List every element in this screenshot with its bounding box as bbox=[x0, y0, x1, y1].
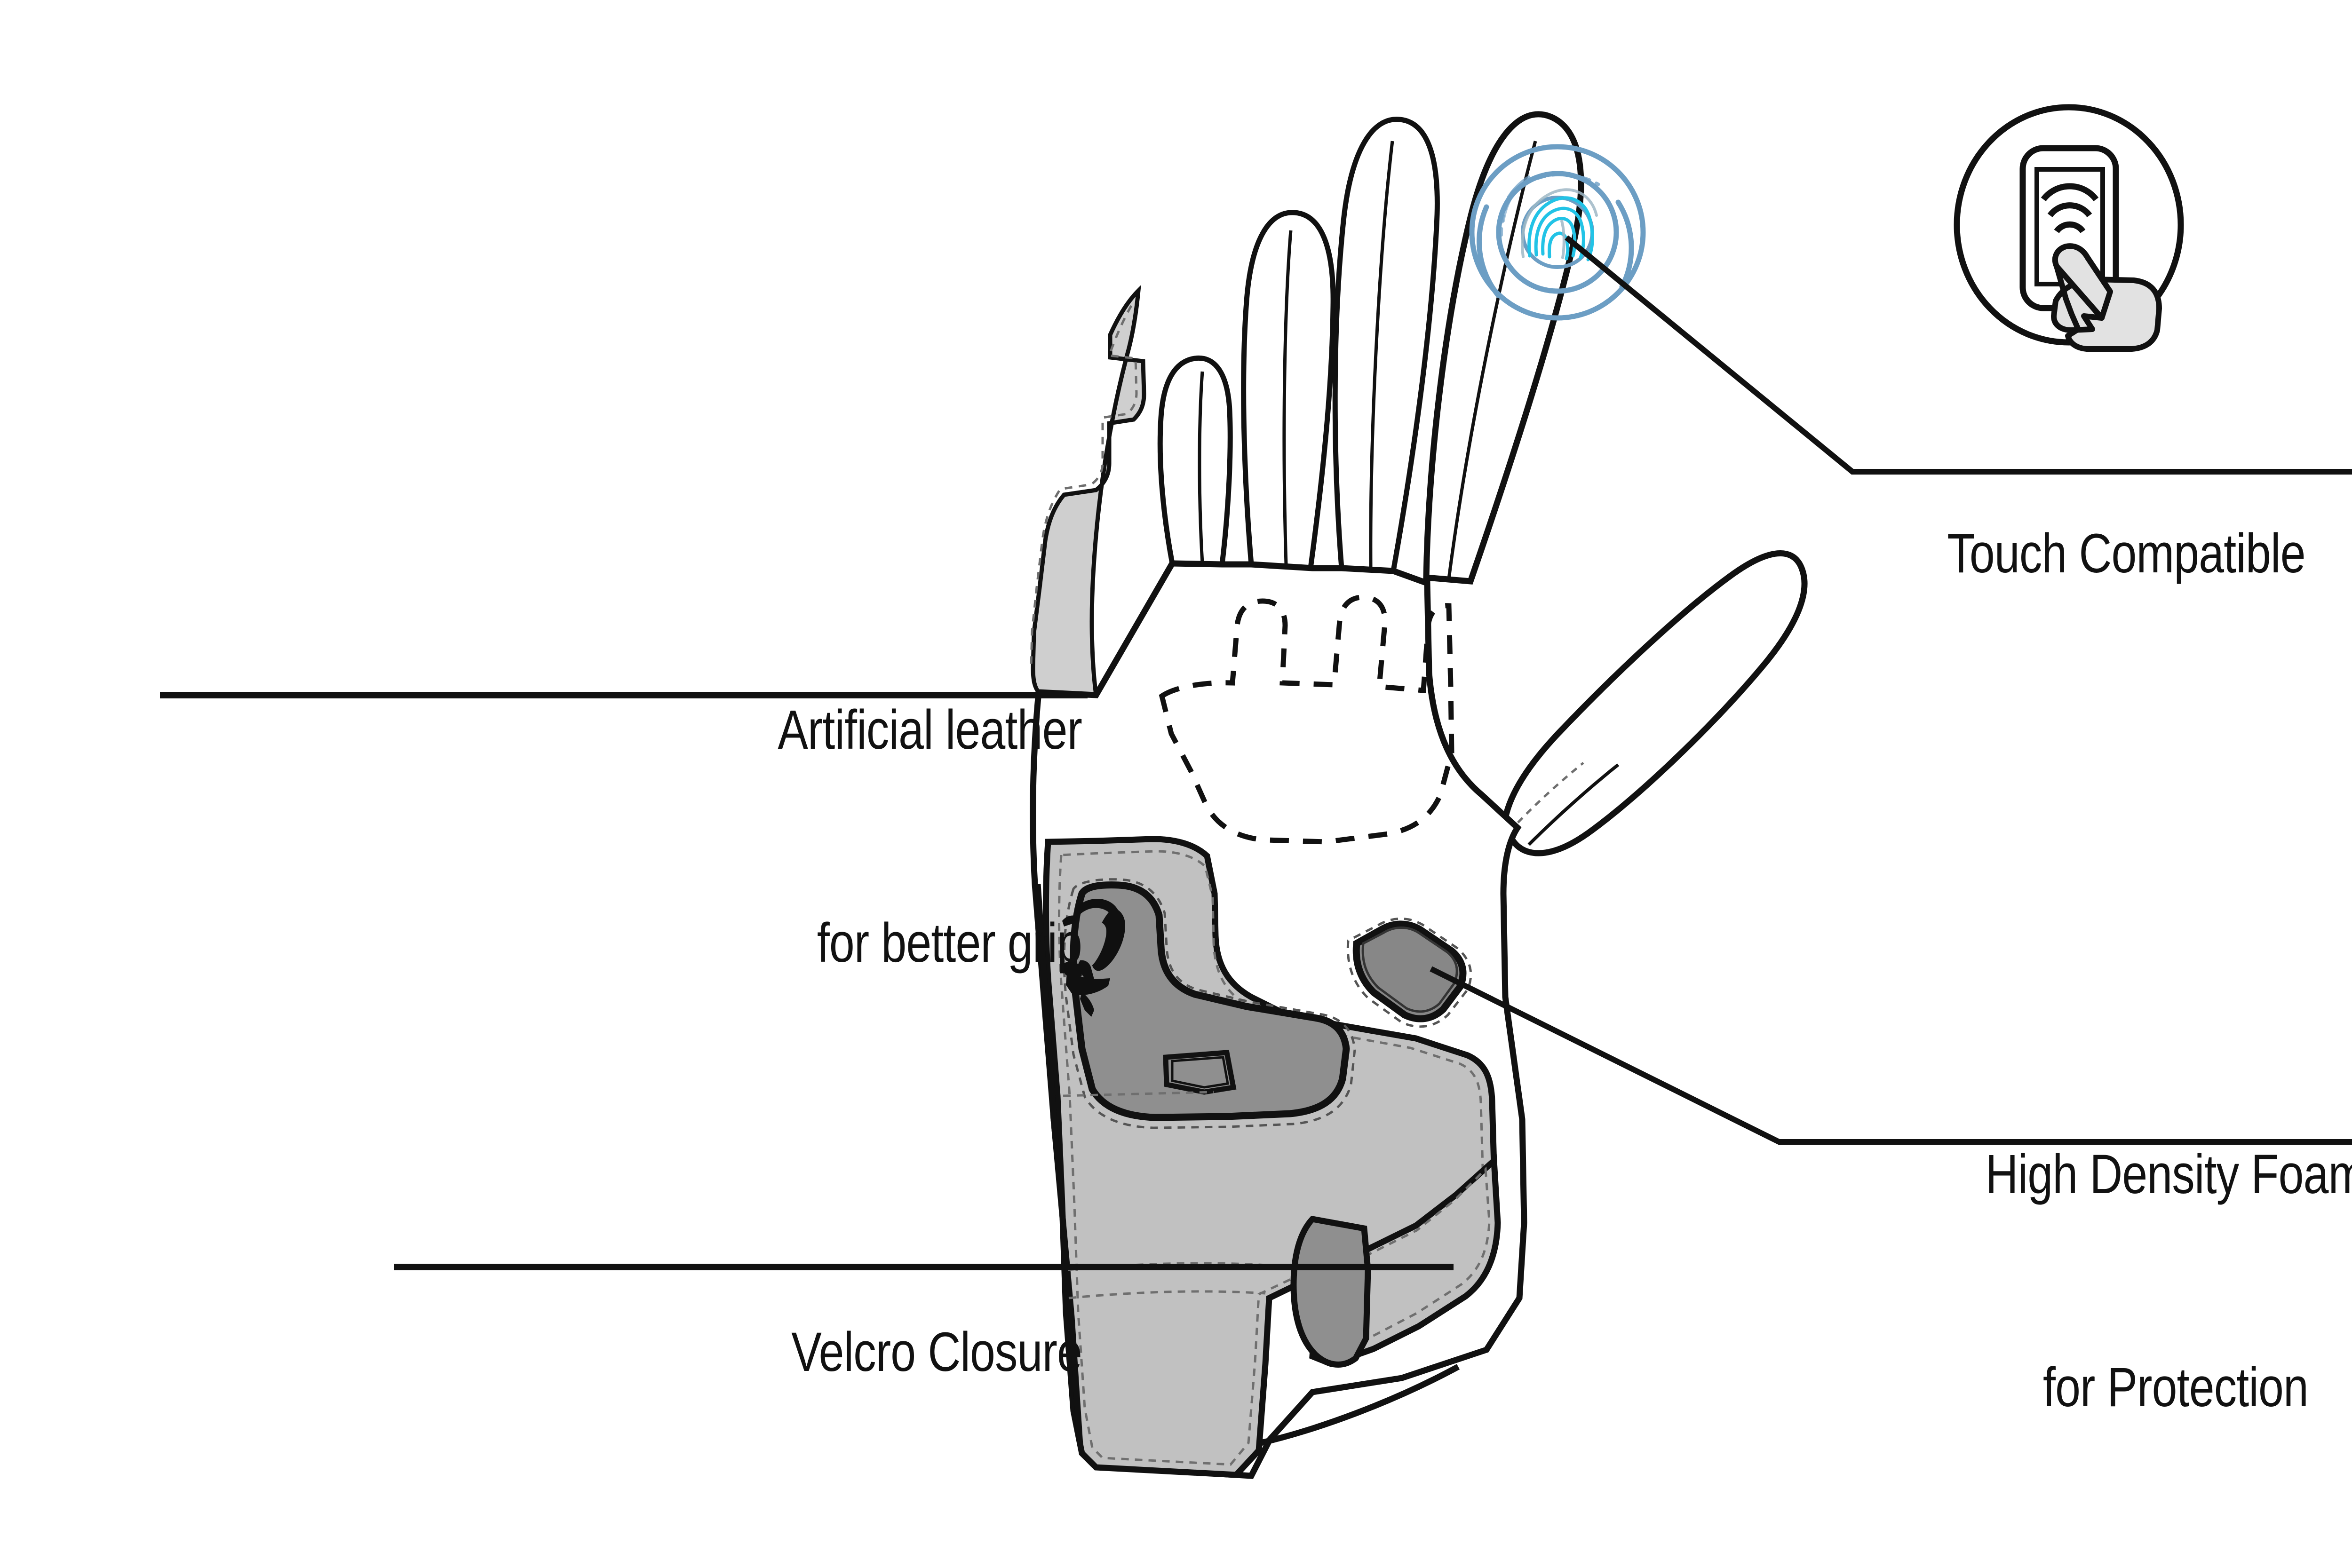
callout-high-density-foam-line1: High Density Foam bbox=[1985, 1143, 2352, 1206]
hand-finger-tip bbox=[2052, 243, 2113, 321]
ripple-ring-outer bbox=[1469, 144, 1646, 321]
ripple-arc-dashed bbox=[1510, 173, 1600, 195]
callout-artificial-leather-line1: Artificial leather bbox=[778, 699, 1082, 761]
hex-foam-pad-inner bbox=[1361, 927, 1458, 1013]
ripple-arc-left bbox=[1476, 204, 1501, 298]
ring-crease bbox=[1282, 230, 1293, 565]
ripple-arc-dashed-2 bbox=[1500, 189, 1516, 237]
palm-panel-stitch bbox=[1058, 850, 1484, 1466]
index-crease bbox=[1447, 141, 1537, 579]
pinky-finger bbox=[1157, 355, 1233, 567]
bear-head-logo bbox=[1062, 898, 1125, 1017]
badge-group bbox=[1954, 104, 2184, 352]
callout-velcro-closure: Velcro Closure bbox=[542, 1175, 1082, 1530]
callout-artificial-leather: Artificial leather for better grip bbox=[349, 553, 1082, 1121]
leader-touch-compatible bbox=[1565, 235, 2352, 475]
thumb-inner-crease bbox=[1527, 763, 1620, 846]
callout-high-density-foam-line2: for Protection bbox=[2043, 1356, 2309, 1419]
ring-finger bbox=[1241, 210, 1336, 571]
leader-high-density-foam bbox=[1430, 966, 2352, 1145]
callout-high-density-foam: High Density Foam for Protection bbox=[1935, 997, 2352, 1565]
ripple-arc-faint-1 bbox=[1507, 175, 1530, 199]
middle-finger bbox=[1332, 117, 1440, 574]
cuff-bottom-edge bbox=[1260, 1364, 1460, 1446]
cuff-seam-3 bbox=[1068, 1290, 1266, 1299]
wrist-pad bbox=[1290, 1215, 1371, 1368]
pinky-crease bbox=[1198, 371, 1204, 564]
boomerang-pad-stitch bbox=[1063, 878, 1356, 1129]
fingerprint-ripple-indicator bbox=[1469, 144, 1646, 321]
ripple-arc-right bbox=[1615, 199, 1634, 290]
callout-artificial-leather-line2: for better grip bbox=[817, 912, 1082, 974]
cuff-seam-1 bbox=[1063, 1091, 1214, 1097]
hex-foam-pad-stitch bbox=[1346, 917, 1472, 1028]
wifi-arcs-icon bbox=[2041, 183, 2099, 233]
palm-stitch-outline bbox=[1159, 594, 1454, 845]
middle-crease bbox=[1369, 141, 1394, 568]
boomerang-foam-pad bbox=[1070, 881, 1350, 1121]
trapezoid-vent-inner bbox=[1171, 1056, 1229, 1089]
thumb-web-stitch bbox=[1493, 762, 1584, 851]
glove-body bbox=[1030, 111, 1808, 1479]
cuff-left-edge bbox=[1034, 884, 1083, 1445]
callout-touch-compatible-line1: Touch Compatible bbox=[1947, 523, 2305, 585]
callout-touch-compatible: Touch Compatible bbox=[1895, 376, 2352, 731]
leader-lines bbox=[160, 235, 2352, 1270]
artificial-leather-strip bbox=[1031, 285, 1146, 697]
hex-foam-pad bbox=[1352, 920, 1467, 1022]
callout-velcro-closure-line1: Velcro Closure bbox=[791, 1321, 1082, 1384]
thumb bbox=[1502, 550, 1808, 856]
